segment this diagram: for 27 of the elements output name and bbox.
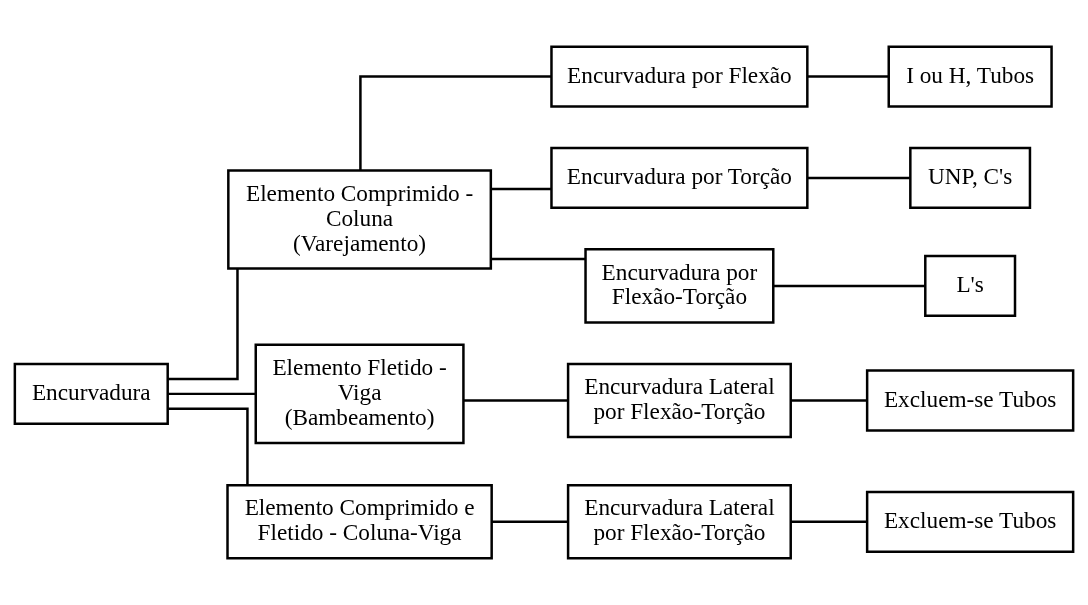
node-box: Encurvadura Lateral por Flexão-Torção xyxy=(566,362,792,439)
connector xyxy=(791,520,867,524)
node-box: Encurvadura por Flexão-Torção xyxy=(584,248,775,324)
connector xyxy=(807,176,910,180)
node-box: I ou H, Tubos xyxy=(887,45,1053,108)
node-box: Elemento Comprimido e Fletido - Coluna-Viga xyxy=(226,484,493,560)
connector xyxy=(491,257,586,261)
connector xyxy=(359,75,552,171)
node-box: Elemento Fletido - Viga (Bambeamento) xyxy=(254,343,465,445)
node-box: Excluem-se Tubos xyxy=(865,369,1075,432)
node-box: L's xyxy=(924,254,1017,318)
connector xyxy=(167,268,239,381)
connector xyxy=(791,399,867,402)
node-box: Elemento Comprimido - Coluna (Varejamento) xyxy=(227,169,493,270)
node-box: UNP, C's xyxy=(909,146,1032,210)
connector xyxy=(168,392,256,396)
connector xyxy=(491,187,552,191)
connector xyxy=(492,520,568,524)
connector xyxy=(773,284,925,288)
connector xyxy=(168,407,249,485)
connector xyxy=(463,399,568,402)
node-box: Encurvadura Lateral por Flexão-Torção xyxy=(566,484,792,560)
node-box: Encurvadura por Torção xyxy=(550,146,809,210)
node-box: Excluem-se Tubos xyxy=(865,490,1075,553)
connector xyxy=(807,75,889,78)
node-box: Encurvadura por Flexão xyxy=(550,45,809,108)
node-box: Encurvadura xyxy=(13,362,169,426)
